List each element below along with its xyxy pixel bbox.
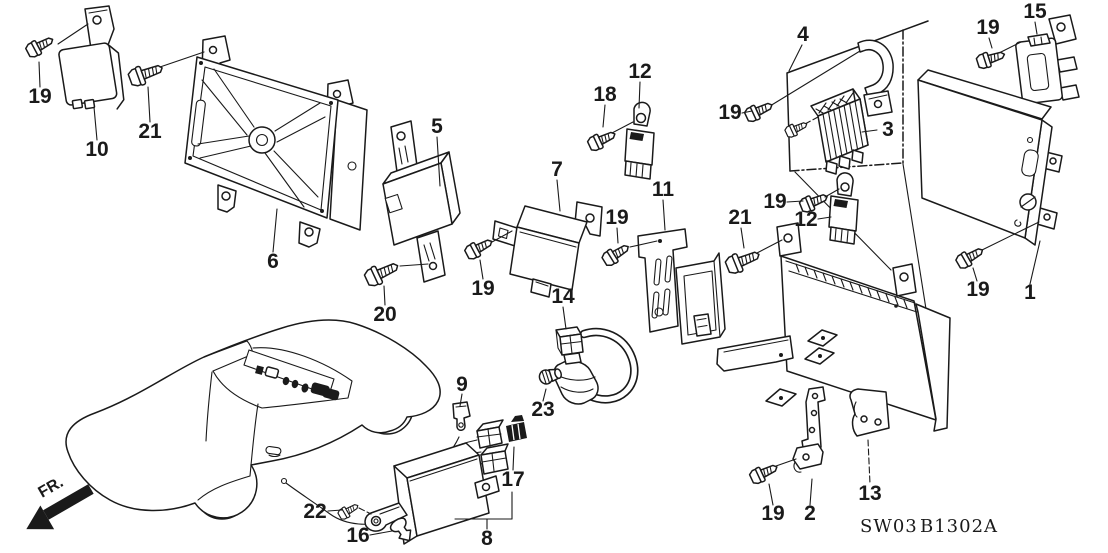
x-brace <box>197 68 326 208</box>
screw-18 <box>585 126 619 154</box>
hook-bracket <box>857 39 894 98</box>
diagram-code-prefix: SW03 <box>860 516 918 537</box>
car-location-illustration <box>65 319 441 520</box>
diagram-code-suffix: B1302A <box>920 516 998 537</box>
car-body-outline <box>65 319 441 519</box>
screw-22 <box>336 500 362 522</box>
part-7-control-module <box>492 201 603 298</box>
leader-lines <box>38 21 1041 536</box>
fr-label: FR. <box>36 474 67 502</box>
part-8-harness-unit <box>280 401 527 547</box>
part-1-control-unit <box>917 69 1063 246</box>
part-8-box <box>364 442 500 545</box>
screw-19-part7 <box>462 233 496 262</box>
part-2-bracket <box>792 386 826 473</box>
part-6-engine-control-unit <box>184 35 368 248</box>
fr-arrow: FR. <box>26 474 94 530</box>
part-14-sensor-with-cable <box>553 326 639 405</box>
part-11-bracket-unit <box>637 228 726 345</box>
bolt-21-top-left <box>126 58 167 90</box>
part-12-sensor-mid <box>828 172 859 245</box>
part-10-relay-unit <box>58 5 125 110</box>
screw-19-part1 <box>953 242 987 272</box>
diagram-code: SW03 B1302A <box>860 516 998 537</box>
connector-white-b <box>480 443 509 475</box>
bolt-21-mid <box>723 244 764 277</box>
screw-19-top-left <box>23 31 57 60</box>
bracket-foot <box>849 388 890 437</box>
part-15-module <box>1015 14 1080 105</box>
part-3-relay-box <box>810 88 869 175</box>
bolt-20 <box>362 256 403 290</box>
part-9-clip <box>452 401 471 431</box>
screw-part3 <box>783 117 810 140</box>
screw-19-part2 <box>747 459 781 487</box>
connector-17 <box>506 415 527 442</box>
part-13-mounting-bracket <box>716 222 951 437</box>
shelf-control-units <box>255 365 340 401</box>
bracket-arm <box>716 335 794 372</box>
screw-19-part12-mid <box>797 188 831 215</box>
screw-19-part4 <box>742 97 776 125</box>
car-cabin-lines <box>197 340 353 501</box>
part-12-sensor-top <box>624 101 655 180</box>
screw-19-part11 <box>599 239 633 269</box>
part-23-grommet <box>538 368 563 385</box>
part-4-assembly <box>769 20 929 310</box>
screw-19-part15 <box>974 46 1008 71</box>
door-handle <box>265 445 282 458</box>
part-5-control-module <box>382 120 461 283</box>
connector-white-a <box>476 419 504 449</box>
